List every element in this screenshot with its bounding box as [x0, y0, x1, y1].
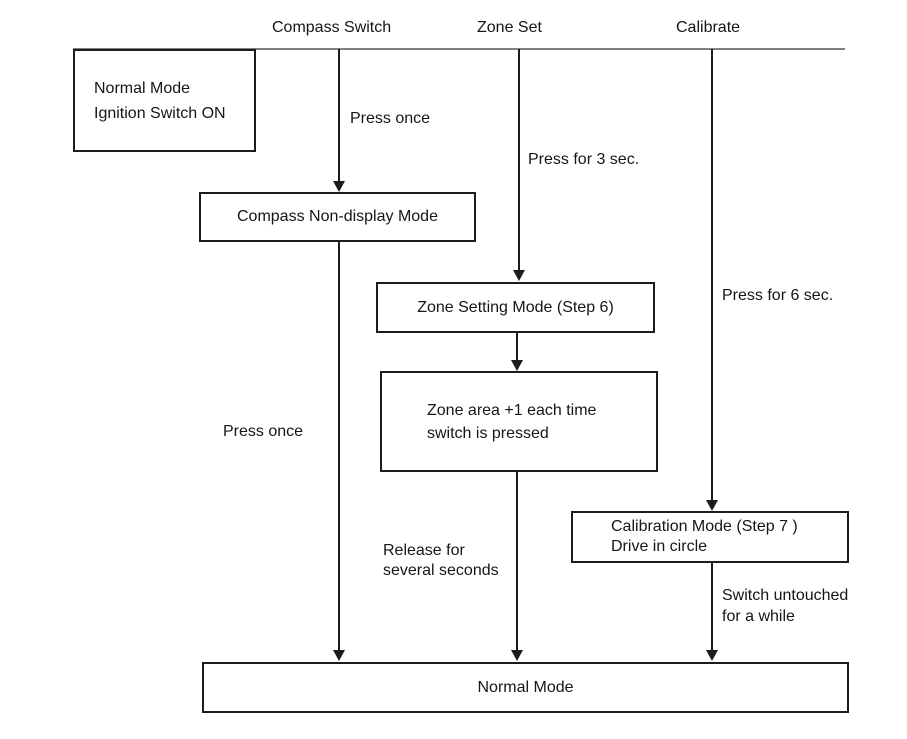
edge-label-release: Release for several seconds — [383, 541, 499, 581]
box-compass-non-display-mode: Compass Non-display Mode — [199, 192, 476, 242]
column-label-calibrate: Calibrate — [676, 19, 741, 36]
box-zone-area-line2: switch is pressed — [427, 424, 549, 442]
switch-rail-line — [73, 48, 845, 50]
box-compass-non-display-label: Compass Non-display Mode — [237, 208, 438, 225]
edge-label-untouched-line1: Switch untouched — [722, 587, 849, 604]
box-calibration-line2: Drive in circle — [611, 538, 708, 555]
box-normal-mode-start: Normal Mode Ignition Switch ON — [73, 49, 256, 152]
box-calibration-line1: Calibration Mode (Step 7 ) — [611, 518, 798, 535]
box-zone-area: Zone area +1 each time switch is pressed — [380, 371, 658, 472]
compass-line-top — [338, 49, 340, 182]
box-zone-setting-label: Zone Setting Mode (Step 6) — [417, 298, 614, 316]
edge-label-press-for-6-sec: Press for 6 sec. — [722, 287, 834, 304]
arrow-down-icon — [333, 181, 345, 192]
edge-label-press-once-left: Press once — [223, 423, 304, 440]
edge-label-press-once-top: Press once — [350, 110, 431, 127]
box-normal-mode-start-line2: Ignition Switch ON — [94, 104, 226, 122]
edge-label-press-for-3-sec: Press for 3 sec. — [528, 151, 640, 168]
arrow-down-icon — [706, 500, 718, 511]
box-zone-area-line1: Zone area +1 each time — [427, 401, 597, 419]
arrow-down-icon — [706, 650, 718, 661]
arrow-down-icon — [511, 650, 523, 661]
arrow-down-icon — [511, 360, 523, 371]
box-calibration-mode: Calibration Mode (Step 7 ) Drive in circ… — [571, 511, 849, 563]
box-normal-mode-end-label: Normal Mode — [477, 678, 574, 696]
column-label-zone-set: Zone Set — [477, 19, 542, 36]
zone-line-mid — [516, 332, 518, 360]
calibrate-line-bottom — [711, 562, 713, 651]
edge-label-untouched-line2: for a while — [722, 608, 795, 625]
box-zone-setting-mode: Zone Setting Mode (Step 6) — [376, 282, 655, 333]
arrow-down-icon — [333, 650, 345, 661]
edge-label-release-line2: several seconds — [383, 562, 499, 579]
arrow-down-icon — [513, 270, 525, 281]
zone-line-bottom — [516, 472, 518, 651]
compass-line-bottom — [338, 242, 340, 651]
box-normal-mode-start-line1: Normal Mode — [94, 79, 191, 97]
edge-label-switch-untouched: Switch untouched for a while — [722, 585, 848, 627]
calibrate-line-top — [711, 49, 713, 500]
edge-label-release-line1: Release for — [383, 542, 465, 559]
zone-line-top — [518, 49, 520, 270]
column-label-compass-switch: Compass Switch — [272, 19, 392, 36]
box-normal-mode-end: Normal Mode — [202, 662, 849, 713]
